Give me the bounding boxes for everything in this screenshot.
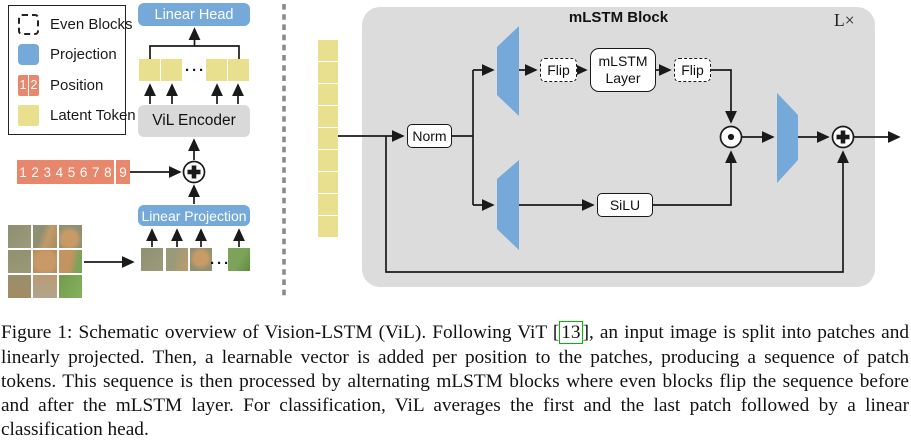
position-add-icon <box>182 160 206 184</box>
position-swatch-digit: 1 <box>19 78 27 93</box>
legend-item-latent-token: Latent Token <box>18 105 136 127</box>
citation-link[interactable]: 13 <box>559 321 583 345</box>
image-patch <box>141 248 163 271</box>
sequence-token <box>318 62 338 83</box>
image-cell <box>33 225 57 248</box>
sequence-token <box>318 216 338 237</box>
image-cell <box>33 275 57 298</box>
sequence-token <box>318 106 338 127</box>
position-swatch-digit: 2 <box>28 74 39 96</box>
legend-label: Position <box>50 76 104 94</box>
caption-text: , an input image is split into patches a… <box>1 322 910 441</box>
token-bracket <box>149 45 240 59</box>
position-cell: 3 <box>43 164 52 180</box>
caption-text: Figure 1: Schematic overview of Vision-L… <box>1 322 553 344</box>
repeat-count-label: L× <box>834 10 855 30</box>
latent-token <box>161 59 182 81</box>
flip-box-2: Flip <box>674 58 711 82</box>
linear-head-box: Linear Head <box>138 3 250 26</box>
latent-token <box>139 59 160 81</box>
mlstm-layer-box: mLSTM Layer <box>590 48 656 92</box>
patch-ellipsis: ··· <box>210 255 231 272</box>
position-cell: 6 <box>79 164 88 180</box>
image-cell <box>8 275 32 298</box>
norm-box: Norm <box>407 124 452 148</box>
legend-item-projection: Projection <box>18 44 125 66</box>
image-patch <box>166 248 188 271</box>
silu-box: SiLU <box>597 193 653 217</box>
sequence-token <box>318 194 338 215</box>
position-cell: 4 <box>55 164 64 180</box>
sequence-token <box>318 84 338 105</box>
citation-bracket: ] <box>582 322 589 344</box>
image-cell <box>58 275 82 298</box>
legend-item-even-blocks: Even Blocks <box>18 13 133 35</box>
position-cell: 5 <box>67 164 76 180</box>
latent-token <box>228 59 249 81</box>
legend-label: Even Blocks <box>50 15 133 33</box>
vil-encoder-box: ViL Encoder <box>138 105 250 137</box>
image-cell <box>8 250 32 273</box>
position-cell: 1 <box>19 164 27 180</box>
position-cell: 8 <box>104 164 112 180</box>
sequence-token <box>318 40 338 61</box>
latent-token <box>206 59 227 81</box>
legend-label: Latent Token <box>50 107 136 125</box>
citation-bracket: [ <box>552 322 560 344</box>
linear-projection-box: Linear Projection <box>138 205 250 226</box>
image-patch <box>190 248 212 271</box>
figure-caption: Figure 1: Schematic overview of Vision-L… <box>1 321 909 442</box>
mlstm-block-title: mLSTM Block <box>568 9 669 26</box>
legend-label: Projection <box>50 46 117 64</box>
image-cell <box>8 225 32 248</box>
projection-swatch-icon <box>18 44 39 66</box>
image-patch <box>228 248 250 271</box>
latent-token-swatch-icon <box>18 105 39 127</box>
image-cell <box>58 250 82 273</box>
input-image <box>8 225 82 298</box>
image-cell <box>58 225 82 248</box>
flip-box-1: Flip <box>540 58 577 82</box>
image-cell <box>33 250 57 273</box>
token-ellipsis: ··· <box>185 62 206 79</box>
position-cell: 7 <box>92 164 100 180</box>
even-blocks-swatch-icon <box>18 13 39 35</box>
sequence-token <box>318 172 338 193</box>
position-cell: 9 <box>114 160 130 184</box>
position-cell: 2 <box>31 164 39 180</box>
sequence-token <box>318 150 338 171</box>
sequence-token <box>318 128 338 149</box>
